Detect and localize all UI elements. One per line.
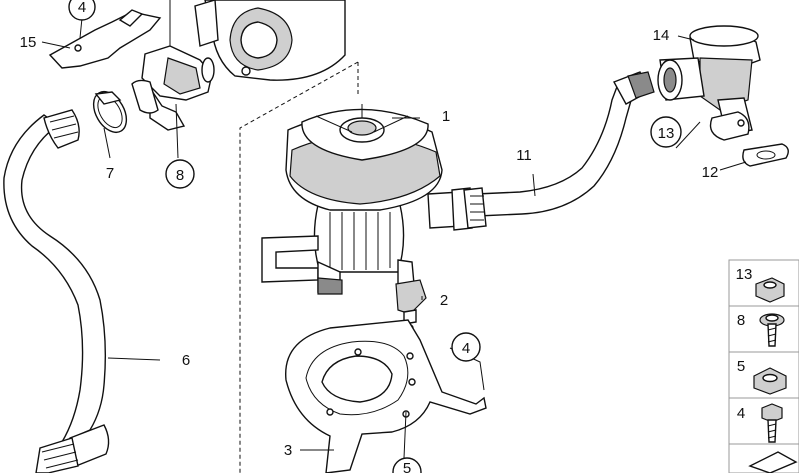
mounting-bracket-15 — [48, 9, 162, 69]
legend-number-4: 4 — [737, 405, 745, 422]
leader-lines — [41, 0, 747, 459]
nut-icon — [755, 277, 785, 303]
callout-6-text: 6 — [182, 352, 190, 369]
callout-8-text: 8 — [176, 167, 184, 184]
assembly-frame — [239, 61, 359, 473]
legend-number-8: 8 — [737, 312, 745, 329]
callout-2-text: 2 — [440, 292, 448, 309]
wedge-icon — [748, 451, 798, 473]
hex-nut-icon — [753, 367, 787, 395]
callout-4-top: 4 — [68, 0, 96, 21]
hose-connector-8 — [131, 45, 215, 131]
pump-bracket-3 — [285, 319, 487, 473]
legend-item-13: 13 — [736, 266, 785, 303]
callout-13-text: 13 — [658, 125, 675, 142]
callout-15-text: 15 — [20, 34, 37, 51]
gasket-12 — [742, 143, 789, 167]
legend-number-5: 5 — [737, 358, 745, 375]
check-valve-14 — [657, 25, 761, 141]
callout-14-text: 14 — [653, 27, 670, 44]
fastener-legend: 13 8 5 4 — [728, 259, 799, 473]
callout-13: 13 — [650, 116, 682, 148]
secondary-air-pump-1 — [261, 104, 473, 295]
pipe-11 — [463, 71, 655, 229]
legend-item-4: 4 — [737, 403, 783, 443]
screw-with-washer-icon — [759, 313, 785, 347]
callout-11-text: 11 — [516, 147, 532, 164]
air-filter-housing — [194, 0, 346, 81]
callout-1-text: 1 — [442, 108, 450, 125]
callout-3-text: 3 — [284, 442, 292, 459]
callout-4-bracket: 4 — [451, 332, 481, 362]
callout-4-bracket-text: 4 — [462, 340, 470, 357]
legend-number-13: 13 — [736, 266, 753, 283]
legend-item-5: 5 — [737, 358, 787, 395]
bolt-icon — [761, 403, 783, 443]
legend-item-8: 8 — [737, 312, 785, 347]
callout-4-top-text: 4 — [78, 0, 86, 16]
callout-8: 8 — [165, 159, 195, 189]
callout-5-bottom-text: 5 — [403, 460, 411, 473]
hose-clamp-7 — [92, 91, 128, 133]
callout-7-text: 7 — [106, 165, 114, 182]
air-hose-6 — [3, 109, 110, 473]
callout-5-bottom: 5 — [392, 457, 422, 473]
callout-12-text: 12 — [702, 164, 719, 181]
